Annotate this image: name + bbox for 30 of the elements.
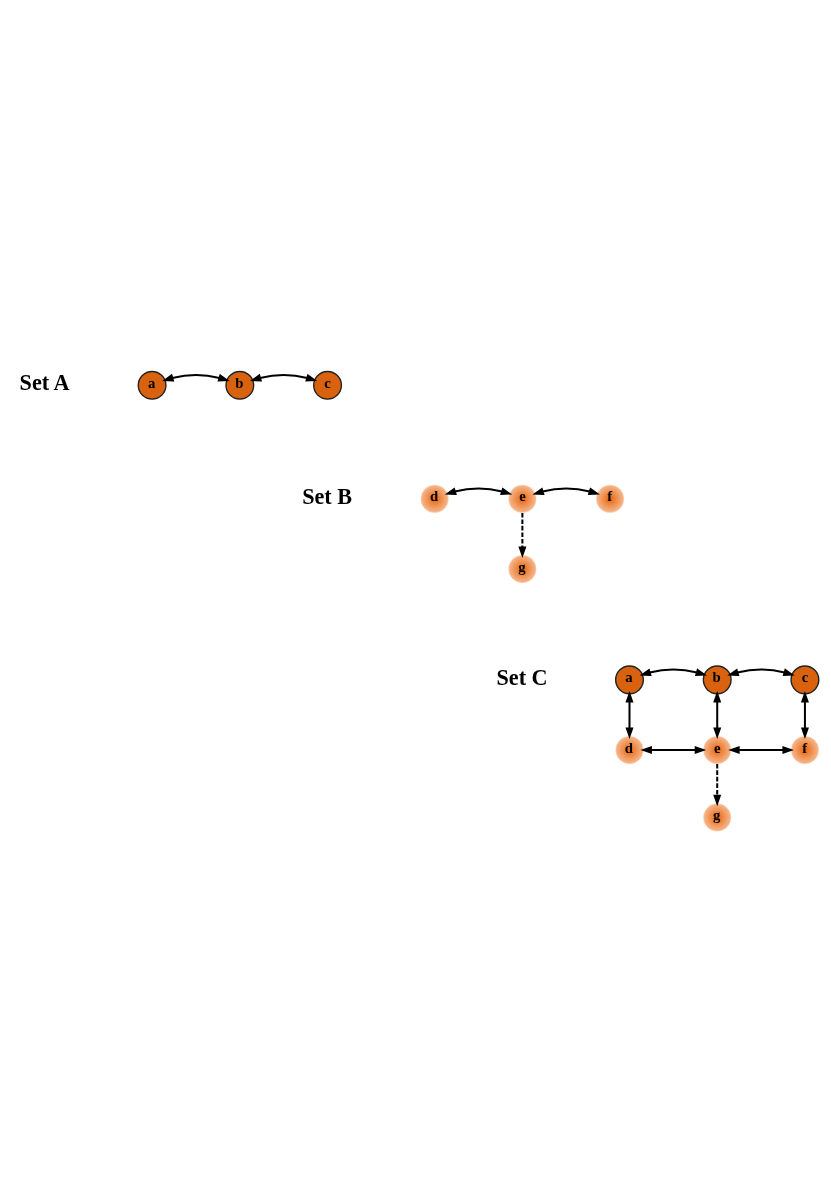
node-circle: b [702,665,732,695]
label: Set B [302,483,353,509]
arrow [518,513,527,559]
arrow [800,690,809,740]
node-circle: a [614,665,645,695]
node-circle: e [703,735,732,765]
node-circle: d [420,484,449,513]
node-circle: f [790,735,819,765]
label: Set C [496,664,548,690]
arrow [532,487,600,496]
arrow [639,668,708,677]
arrow [713,763,722,807]
arrow [444,487,513,496]
arrow [728,746,794,755]
node-circle: c [313,370,343,400]
node-circle: a [137,370,167,400]
arrow [162,373,230,382]
node-circle: f [596,484,625,513]
arrow [640,746,707,755]
arrow [727,668,795,677]
node-circle: d [615,735,644,765]
arrow [625,690,634,740]
arrow [249,373,318,382]
node-circle: g [508,555,537,584]
node-circle: b [225,370,255,400]
node-circle: g [703,803,732,832]
label: Set A [19,370,70,396]
arrow [713,690,722,740]
node-circle: e [508,484,537,513]
node-circle: c [790,665,820,695]
